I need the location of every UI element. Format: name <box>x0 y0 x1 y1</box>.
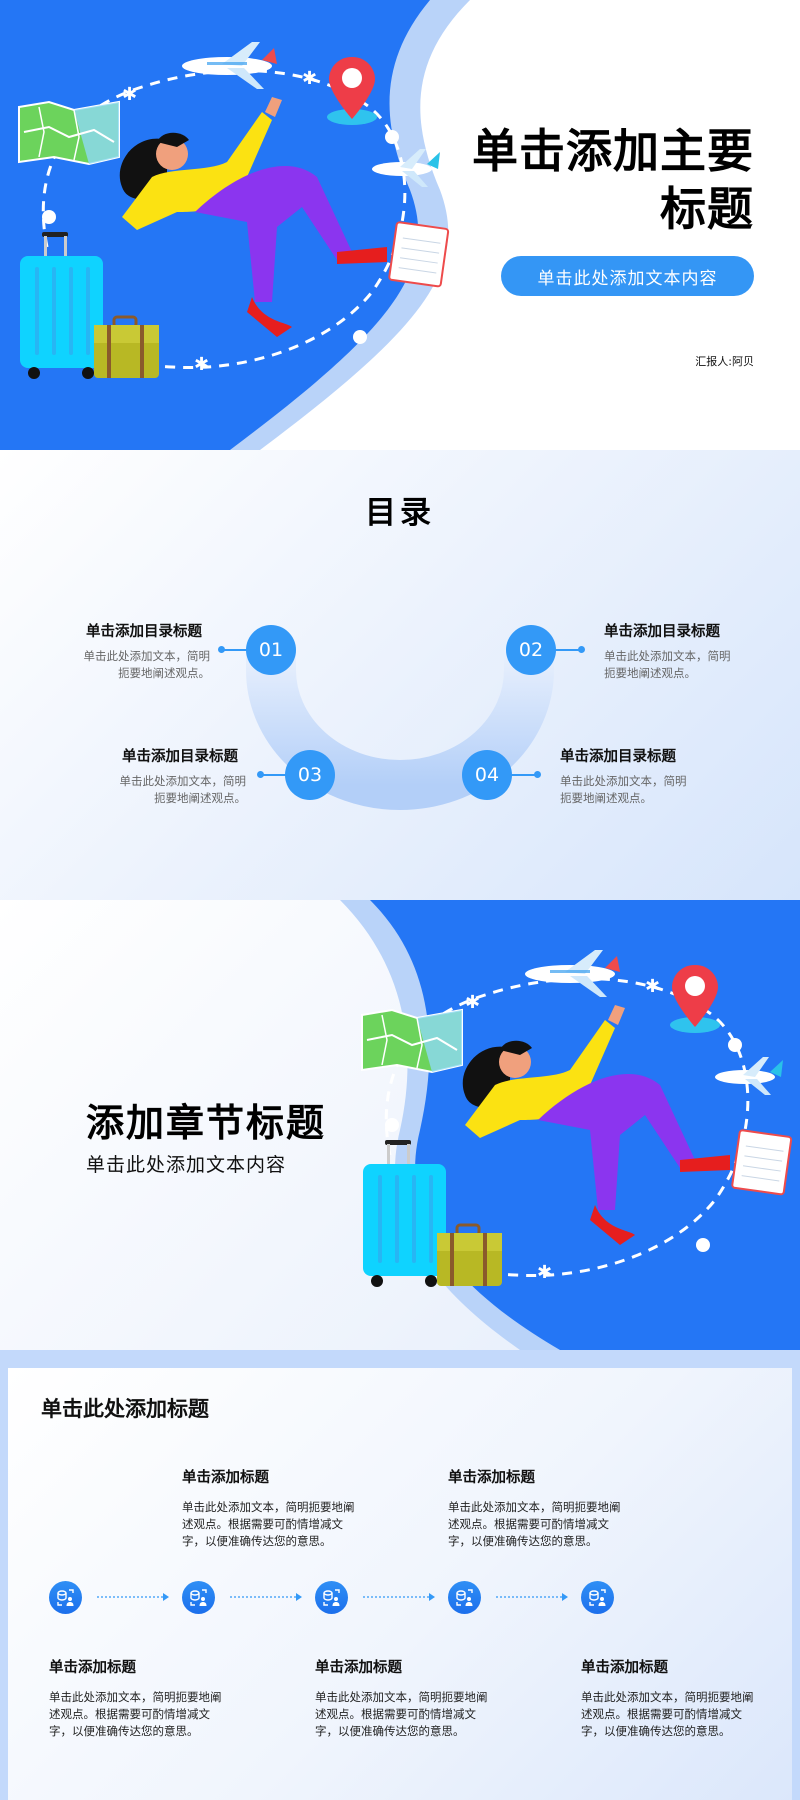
toc-item-04[interactable]: 单击添加目录标题 单击此处添加文本，简明扼要地阐述观点。 <box>560 749 687 805</box>
section-subtitle: 单击此处添加文本内容 <box>86 1154 287 1176</box>
toc-number-01[interactable]: 01 <box>246 625 296 675</box>
cover-title: 单击添加主要 标题 <box>472 124 754 236</box>
connector-line <box>553 649 581 651</box>
toc-slide: 目录 单击添加目录标题 单击此处添加文本，简明扼要地阐述观点。 01 02 单击… <box>0 450 800 900</box>
toc-item-03[interactable]: 单击添加目录标题 单击此处添加文本，简明扼要地阐述观点。 <box>119 749 247 805</box>
toc-item-01[interactable]: 单击添加目录标题 单击此处添加文本，简明扼要地阐述观点。 <box>83 624 211 680</box>
process-panel: 单击此处添加标题 单击添加标题 单击此处添加文本，简明扼要地阐述观点。根据需要可… <box>8 1368 792 1800</box>
toc-heading: 目录 <box>365 495 435 531</box>
step-2-text[interactable]: 单击添加标题 单击此处添加文本，简明扼要地阐述观点。根据需要可酌情增减文字，以便… <box>182 1470 355 1548</box>
process-title: 单击此处添加标题 <box>41 1397 209 1421</box>
flow-arrow <box>230 1593 302 1601</box>
section-background-wave <box>340 900 800 1350</box>
section-slide: 添加章节标题 单击此处添加文本内容 <box>0 900 800 1350</box>
cover-background-wave <box>0 0 470 450</box>
cover-slide: 单击添加主要 标题 单击此处添加文本内容 汇报人:阿贝 <box>0 0 800 450</box>
connector-line <box>509 774 537 776</box>
toc-number-04[interactable]: 04 <box>462 750 512 800</box>
flow-arrow <box>496 1593 568 1601</box>
section-title: 添加章节标题 <box>86 1101 327 1145</box>
toc-number-03[interactable]: 03 <box>285 750 335 800</box>
toc-item-02[interactable]: 单击添加目录标题 单击此处添加文本，简明扼要地阐述观点。 <box>604 624 731 680</box>
connector-line <box>221 649 251 651</box>
step-5-text[interactable]: 单击添加标题 单击此处添加文本，简明扼要地阐述观点。根据需要可酌情增减文字，以便… <box>581 1660 754 1738</box>
step-1-data-user-icon[interactable] <box>49 1581 82 1614</box>
step-1-text[interactable]: 单击添加标题 单击此处添加文本，简明扼要地阐述观点。根据需要可酌情增减文字，以便… <box>49 1660 222 1738</box>
step-4-text[interactable]: 单击添加标题 单击此处添加文本，简明扼要地阐述观点。根据需要可酌情增减文字，以便… <box>448 1470 621 1548</box>
connector-line <box>260 774 290 776</box>
step-5-data-user-icon[interactable] <box>581 1581 614 1614</box>
step-4-data-user-icon[interactable] <box>448 1581 481 1614</box>
flow-arrow <box>97 1593 169 1601</box>
step-2-data-user-icon[interactable] <box>182 1581 215 1614</box>
flow-arrow <box>363 1593 435 1601</box>
step-3-text[interactable]: 单击添加标题 单击此处添加文本，简明扼要地阐述观点。根据需要可酌情增减文字，以便… <box>315 1660 488 1738</box>
process-slide: 单击此处添加标题 单击添加标题 单击此处添加文本，简明扼要地阐述观点。根据需要可… <box>0 1350 800 1800</box>
toc-arc <box>246 650 554 810</box>
connector-dot <box>534 771 541 778</box>
step-3-data-user-icon[interactable] <box>315 1581 348 1614</box>
toc-number-02[interactable]: 02 <box>506 625 556 675</box>
connector-dot <box>578 646 585 653</box>
reporter-label: 汇报人:阿贝 <box>695 355 754 368</box>
subtitle-button[interactable]: 单击此处添加文本内容 <box>501 256 754 296</box>
